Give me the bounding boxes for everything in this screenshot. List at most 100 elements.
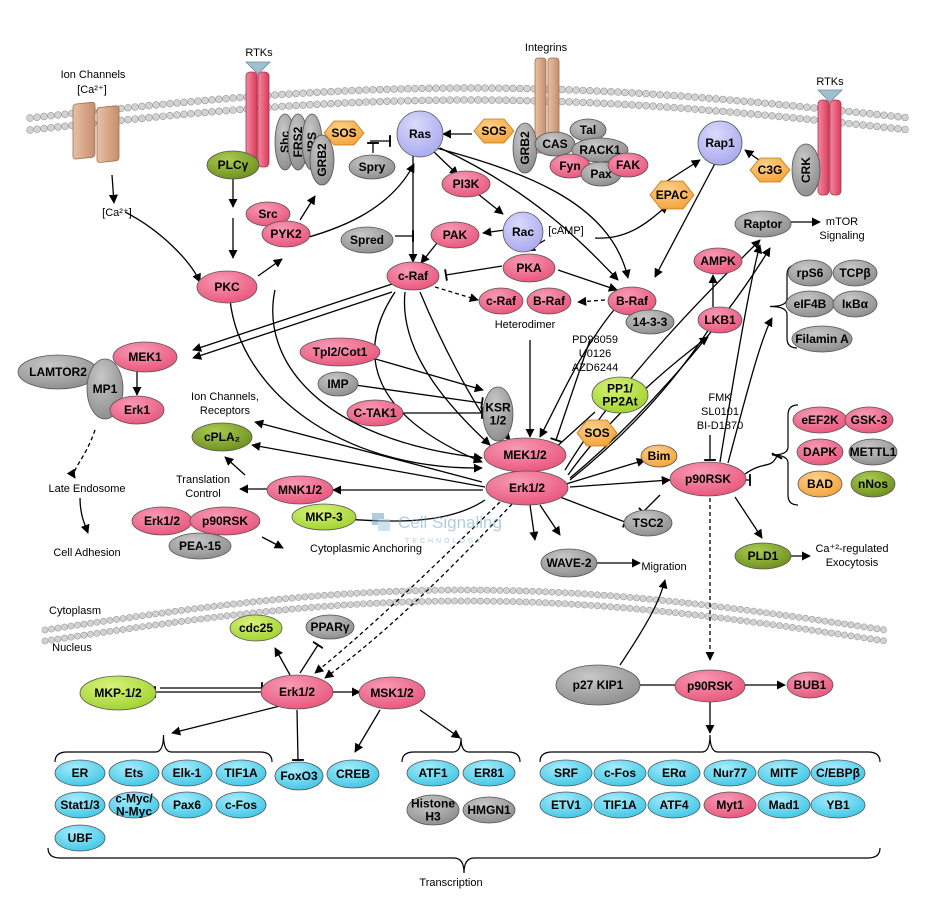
node-stat13: Stat1/3 [54,791,106,819]
node-label-sos3: SOS [584,426,609,440]
node-label-pax: Pax [590,167,612,181]
arrow-msk12-to-bracket [419,709,461,739]
node-label-cebpb: C/EBPβ [816,766,860,780]
node-label-cdc25: cdc25 [239,621,273,635]
node-erk12n: Erk1/2 [260,674,334,710]
label-exo1: Ca⁺²-regulated [815,543,888,555]
inhibit-pp1-to-mek12 [548,411,596,455]
node-tpl2: Tpl2/Cot1 [299,337,381,367]
label-ca-bottom: [Ca²⁺] [102,207,132,219]
arrow-ras-to-pi3k [432,150,459,176]
bracket-transcription [47,847,881,874]
node-crk: CRK [791,143,821,197]
node-ets: Ets [108,759,160,787]
arrow-erk12-to-nucleus [314,501,501,674]
node-label-yb1: YB1 [826,798,850,812]
node-label-foxo3: FoxO3 [280,769,318,783]
node-label-pp1: PP1/PP2At [602,381,637,408]
arrow-erk12-to-wave2 [539,504,561,536]
node-label-wave2: WAVE-2 [546,556,591,570]
node-label-myt1: Myt1 [716,798,744,812]
node-ampk: AMPK [693,247,743,275]
node-label-crk: CRK [799,157,813,183]
arrow-p90rsk-to-pld1 [734,496,763,539]
node-spred: Spred [340,226,394,254]
node-nur77: Nur77 [703,759,757,787]
arrow-complex-to-anchoring [261,536,284,549]
integrin-receptor [534,57,560,154]
arrow-craf-to-heterodimer [434,286,479,302]
node-label-gsk3: GSK-3 [851,413,888,427]
node-label-cas: CAS [542,137,567,151]
node-pkc: PKC [196,270,258,304]
node-label-fak: FAK [616,158,640,172]
node-mettl1: METTL1 [848,438,898,466]
node-label-braf2: B-Raf [533,294,566,308]
node-sos2: SOS [473,118,515,144]
node-cas: CAS [534,131,576,157]
node-label-p90rskc: p90RSK [202,514,248,528]
node-erk12: Erk1/2 [485,470,569,506]
node-label-tal: Tal [580,123,596,137]
arrow-erk12-to-bim [565,458,646,485]
node-label-pkc: PKC [214,280,240,294]
node-label-erk12n: Erk1/2 [279,685,315,699]
node-cebpb: C/EBPβ [810,759,866,787]
node-label-p27: p27 KIP1 [573,678,624,692]
node-label-nnos: nNos [858,477,888,491]
arrow-braf-to-heterodimer [577,296,606,306]
node-label-creb: CREB [336,767,370,781]
node-srf: SRF [539,759,593,787]
node-label-ets: Ets [125,766,144,780]
arrow-craf-to-mek12-c [374,291,483,464]
node-ras: Ras [396,110,444,158]
node-ctak1: C-TAK1 [346,399,404,427]
arrow-mp1-to-endosome [66,429,96,479]
arrow-msk12-to-creb [354,709,381,753]
node-label-tsc2: TSC2 [633,516,664,530]
node-mitf: MITF [757,759,811,787]
inhibit-imp-to-ksr [354,384,484,409]
arrow-ras-to-braf-2 [439,147,619,281]
arrow-pka-to-braf [557,269,618,292]
node-label-erk12c: Erk1/2 [144,514,180,528]
inhibit-erk12-to-tsc2 [559,496,628,528]
node-label-mek1: MEK1 [128,350,162,364]
label-exo2: Exocytosis [826,557,879,569]
node-label-ctak1: C-TAK1 [353,406,396,420]
inhibit-pka-to-craf [444,265,503,281]
node-imp: IMP [317,371,359,397]
node-label-lamtor2: LAMTOR2 [29,365,87,379]
node-label-cfos: c-Fos [225,798,257,812]
label-ion-channels: Ion Channels [61,69,126,81]
node-eif4b: eIF4B [785,290,835,318]
node-lamtor2: LAMTOR2 [17,354,99,390]
node-etv1: ETV1 [539,791,593,819]
node-tcpb: TCPβ [832,259,878,287]
label-fmk1: FMK [708,392,732,404]
node-label-tif1a: TIF1A [224,766,258,780]
node-label-frs2: FRS2 [291,126,305,157]
label-ion-rec2: Receptors [200,405,251,417]
node-braf2: B-Raf [526,287,572,315]
label-inhib2: U0126 [579,348,611,360]
arrow-endosome-to-adhesion [79,497,90,534]
arrow-mnk12-to-cpla2 [224,456,246,476]
node-foxo3: FoxO3 [274,761,324,791]
node-c3g: C3G [749,157,791,183]
arrow-craf-to-mek1-b [192,291,393,360]
node-label-imp: IMP [327,377,348,391]
arrow-erk12-to-wave2-b [529,504,539,541]
arrow-epac-to-rap1 [663,159,701,184]
node-p1433: 14-3-3 [625,309,675,335]
node-label-mettl1: METTL1 [850,445,897,459]
node-label-ras: Ras [409,127,431,141]
node-pea15: PEA-15 [168,532,232,560]
node-pp1: PP1/PP2At [591,376,649,414]
node-label-bad: BAD [807,477,833,491]
node-label-er81: ER81 [474,766,504,780]
arrow-erk12n-to-bracket [171,705,281,736]
node-dapk: DAPK [796,438,844,466]
